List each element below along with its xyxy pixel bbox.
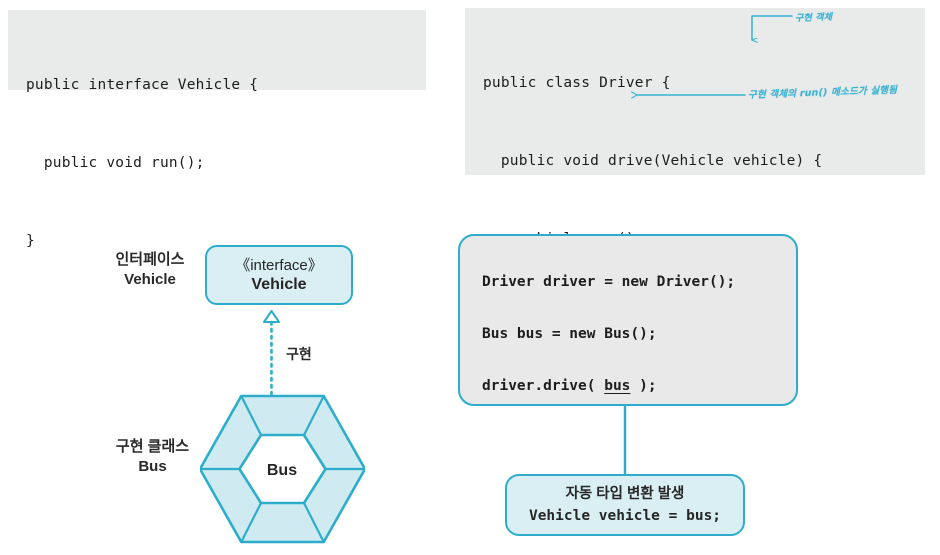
code-line: public class Driver {	[483, 75, 671, 91]
uml-interface-name: Vehicle	[251, 275, 307, 293]
callout-auto-type-conversion: 자동 타입 변환 발생 Vehicle vehicle = bus;	[505, 474, 745, 536]
code-line: public void run();	[26, 155, 205, 171]
caption-interface-ko: 인터페이스	[115, 251, 185, 268]
panel-code-line-3-suffix: );	[630, 378, 657, 394]
uml-stereotype: 《interface》	[235, 256, 323, 274]
uml-interface-box: 《interface》 Vehicle	[205, 245, 353, 305]
code-line: public void drive(Vehicle vehicle) {	[483, 153, 823, 169]
uml-realization-edge	[263, 310, 280, 400]
uml-edge-label-realization: 구현	[286, 346, 312, 362]
caption-class-ko: 구현 클래스	[115, 438, 190, 455]
code-block-vehicle-interface: public interface Vehicle { public void r…	[8, 10, 426, 249]
panel-code-bus-token: bus	[604, 378, 631, 394]
callout-code: Vehicle vehicle = bus;	[528, 508, 722, 524]
caption-implementation-class: 구현 클래스 Bus	[95, 437, 210, 477]
caption-class-en: Bus	[138, 458, 167, 475]
caption-interface-en: Vehicle	[124, 271, 176, 288]
code-block-driver-class: public class Driver { public void drive(…	[465, 8, 925, 403]
hexagon-spokes	[200, 394, 365, 544]
code-line: }	[26, 233, 35, 249]
code-panel-main-method: Driver driver = new Driver(); Bus bus = …	[458, 234, 798, 406]
panel-code-line-3: driver.drive( bus );	[482, 378, 657, 394]
panel-code-line-3-prefix: driver.drive(	[482, 378, 605, 394]
code-line: public interface Vehicle {	[26, 77, 259, 93]
annotation-implementation-object: 구현 객체	[794, 12, 833, 24]
caption-interface: 인터페이스 Vehicle	[100, 250, 200, 290]
panel-code-line-2: Bus bus = new Bus();	[482, 326, 657, 342]
hexagon-nut-bus: Bus	[200, 394, 365, 544]
hexagon-label: Bus	[267, 462, 297, 479]
panel-code-line-1: Driver driver = new Driver();	[482, 274, 736, 290]
callout-title: 자동 타입 변환 발생	[565, 486, 685, 502]
